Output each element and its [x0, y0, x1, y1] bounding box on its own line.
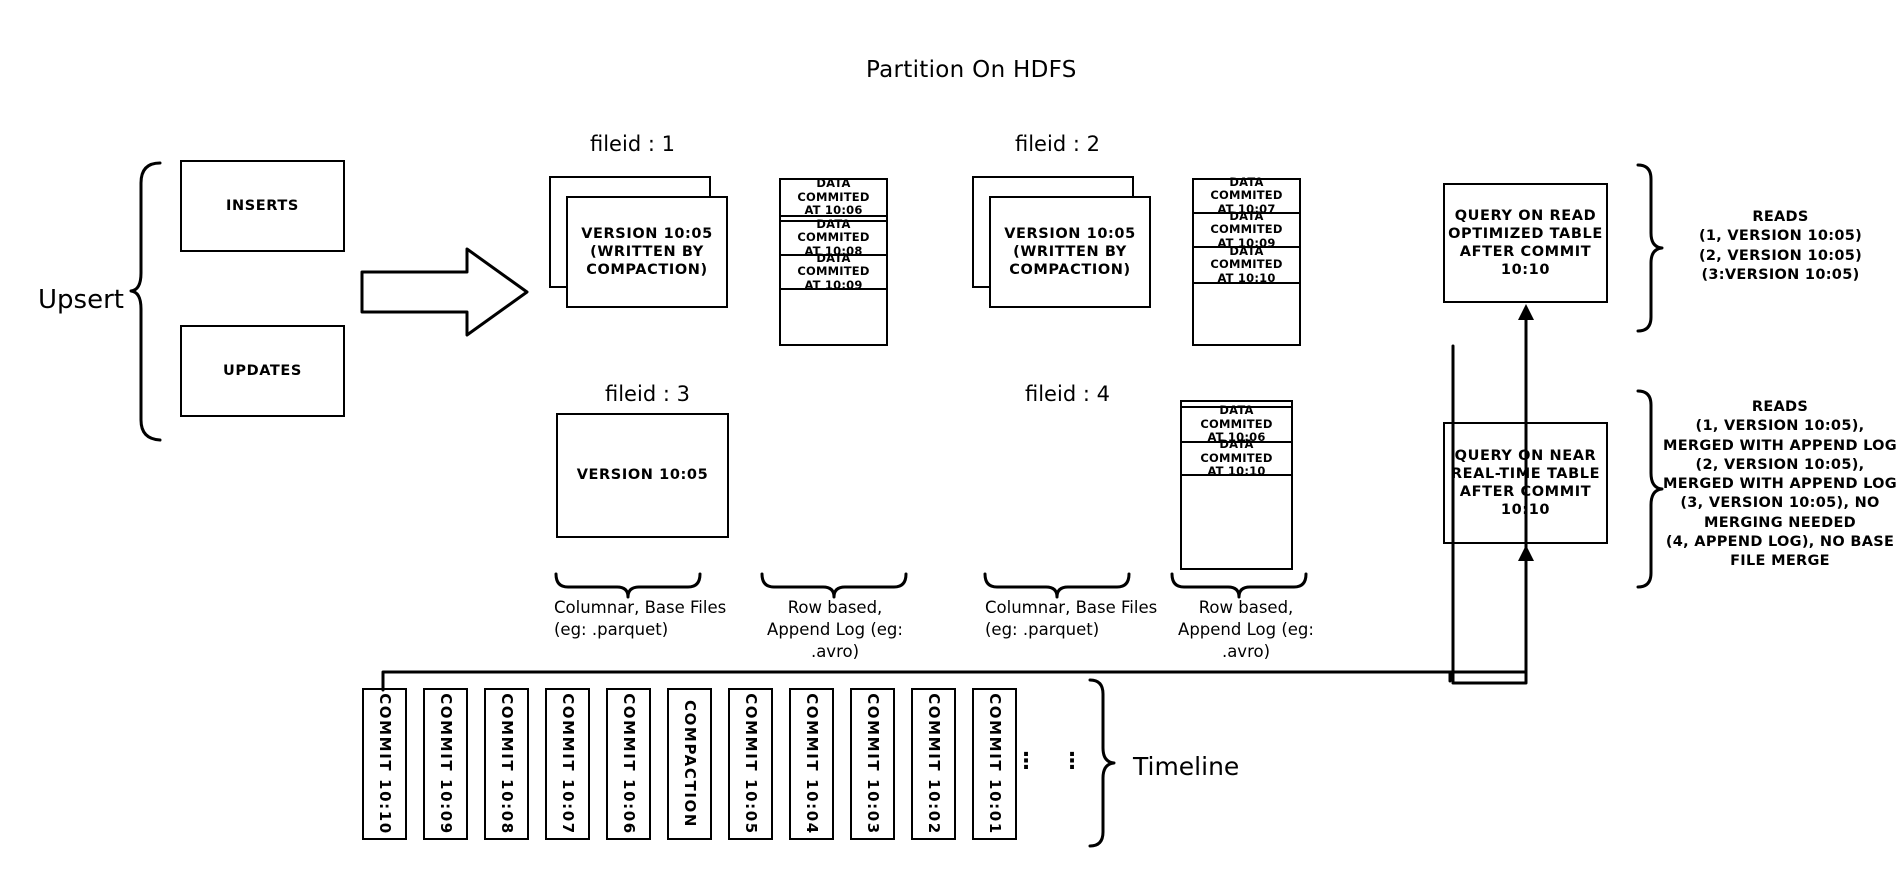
arrowhead-read-optimized: [1518, 304, 1534, 320]
caption-columnar-left: Columnar, Base Files (eg: .parquet): [554, 598, 727, 639]
fileid-1-base-file: VERSION 10:05 (WRITTEN BY COMPACTION): [566, 196, 728, 308]
timeline-commit-label: COMMIT 10:02: [924, 693, 943, 835]
fileid-2-base-file: VERSION 10:05 (WRITTEN BY COMPACTION): [989, 196, 1151, 308]
timeline-commit-card[interactable]: COMMIT 10:07: [545, 688, 590, 840]
updates-label: UPDATES: [223, 362, 302, 379]
log-row: DATA COMMITED AT 10:10: [1182, 437, 1291, 478]
fileid-1-log-file: DATA COMMITED AT 10:06 DATA COMMITED AT …: [779, 176, 888, 346]
timeline-ellipsis-2: ⋮: [1061, 749, 1083, 774]
query-read-optimized-box[interactable]: QUERY ON READ OPTIMIZED TABLE AFTER COMM…: [1443, 183, 1608, 303]
log-row-empty: [1194, 284, 1299, 341]
caption-rowlog-left: Row based, Append Log (eg: .avro): [767, 598, 903, 661]
timeline-commit-card[interactable]: COMMIT 10:05: [728, 688, 773, 840]
log-row-gap: [781, 217, 886, 222]
timeline-commit-card[interactable]: COMMIT 10:01: [972, 688, 1017, 840]
timeline-ellipsis-1: ⋮: [1015, 749, 1037, 774]
inserts-label: INSERTS: [226, 197, 299, 214]
brace-rowlog-left: [760, 572, 908, 599]
fileid-1-heading: fileid : 1: [590, 132, 675, 156]
timeline-commit-label: COMMIT 10:05: [741, 693, 760, 835]
brace-columnar-right: [983, 572, 1131, 599]
log-row: DATA COMMITED AT 10:09: [1194, 209, 1299, 250]
brace-rowlog-right: [1170, 572, 1308, 599]
brace-columnar-left: [554, 572, 702, 599]
fileid-3-base-file: VERSION 10:05: [556, 413, 729, 538]
timeline-commit-label: COMMIT 10:10: [375, 693, 394, 835]
timeline-commit-card[interactable]: COMPACTION: [667, 688, 712, 840]
page-title: Partition On HDFS: [866, 57, 1077, 83]
log-row: DATA COMMITED AT 10:06: [781, 176, 886, 217]
arrowhead-near-realtime: [1518, 545, 1534, 561]
reads-near-realtime: READS (1, VERSION 10:05), MERGED WITH AP…: [1662, 399, 1897, 570]
timeline-commit-card[interactable]: COMMIT 10:08: [484, 688, 529, 840]
timeline-commit-card[interactable]: COMMIT 10:06: [606, 688, 651, 840]
log-row-empty: [781, 290, 886, 341]
query-near-realtime-box[interactable]: QUERY ON NEAR REAL-TIME TABLE AFTER COMM…: [1443, 422, 1608, 544]
reads-read-optimized: READS (1, VERSION 10:05) (2, VERSION 10:…: [1698, 209, 1863, 283]
updates-box: UPDATES: [180, 325, 345, 417]
fileid-3-heading: fileid : 3: [605, 382, 690, 406]
log-row: DATA COMMITED AT 10:07: [1194, 175, 1299, 216]
timeline-commit-card[interactable]: COMMIT 10:03: [850, 688, 895, 840]
timeline-label: Timeline: [1133, 752, 1240, 781]
upsert-brace: [129, 161, 162, 442]
commit-arrow-label: Commit 10:10: [375, 282, 505, 303]
timeline-commit-label: COMMIT 10:03: [863, 693, 882, 835]
timeline-commit-card[interactable]: COMMIT 10:02: [911, 688, 956, 840]
fileid-2-log-file: DATA COMMITED AT 10:07 DATA COMMITED AT …: [1192, 175, 1301, 346]
upsert-label: Upsert: [38, 285, 124, 315]
timeline-commit-label: COMPACTION: [680, 699, 699, 829]
log-row: DATA COMMITED AT 10:08: [781, 217, 886, 258]
caption-columnar-right: Columnar, Base Files (eg: .parquet): [985, 598, 1158, 639]
log-row: DATA COMMITED AT 10:10: [1194, 244, 1299, 285]
timeline-commit-card[interactable]: COMMIT 10:09: [423, 688, 468, 840]
timeline-commit-card[interactable]: COMMIT 10:10: [362, 688, 407, 840]
brace-reads-near-realtime: [1636, 389, 1664, 589]
timeline-commit-label: COMMIT 10:08: [497, 693, 516, 835]
timeline-commit-label: COMMIT 10:09: [436, 693, 455, 835]
log-row: DATA COMMITED AT 10:09: [781, 251, 886, 292]
caption-rowlog-right: Row based, Append Log (eg: .avro): [1178, 598, 1314, 661]
fileid-4-heading: fileid : 4: [1025, 382, 1110, 406]
log-row-empty: [1182, 476, 1291, 566]
fileid-2-heading: fileid : 2: [1015, 132, 1100, 156]
brace-reads-read-optimized: [1636, 163, 1664, 333]
timeline-commit-label: COMMIT 10:01: [985, 693, 1004, 835]
timeline-commit-card[interactable]: COMMIT 10:04: [789, 688, 834, 840]
timeline-commit-label: COMMIT 10:07: [558, 693, 577, 835]
timeline-commit-label: COMMIT 10:06: [619, 693, 638, 835]
fileid-4-log-file: DATA COMMITED AT 10:06 DATA COMMITED AT …: [1180, 400, 1293, 570]
inserts-box: INSERTS: [180, 160, 345, 252]
timeline-commit-label: COMMIT 10:04: [802, 693, 821, 835]
brace-timeline: [1088, 678, 1116, 848]
